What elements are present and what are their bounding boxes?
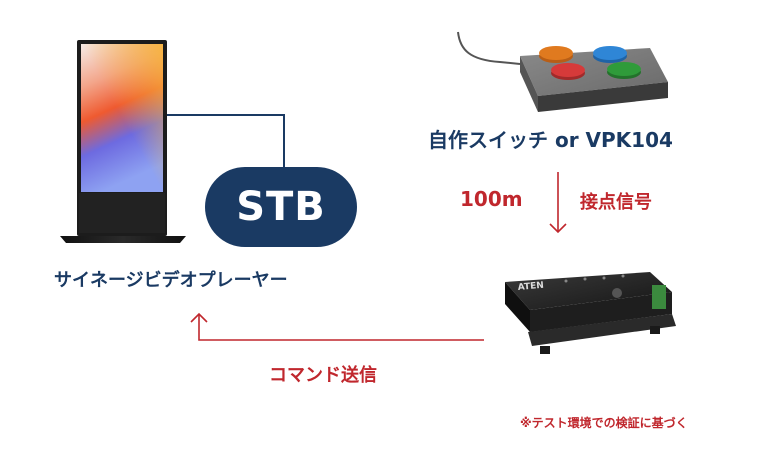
aten-converter-illustration: ATEN xyxy=(505,272,676,354)
distance-label: 100m xyxy=(460,187,523,211)
signage-player-label: サイネージビデオプレーヤー xyxy=(54,270,288,291)
down-arrow xyxy=(549,172,567,234)
command-label: コマンド送信 xyxy=(269,365,377,386)
kiosk-stb-connector-line xyxy=(167,114,285,167)
signal-label: 接点信号 xyxy=(580,192,652,213)
signage-kiosk-illustration xyxy=(60,40,186,243)
stb-label: STB xyxy=(236,184,326,230)
aten-brand-logo: ATEN xyxy=(517,281,544,293)
switch-pad-illustration xyxy=(457,31,668,112)
stb-pill xyxy=(205,167,357,247)
note-label: ※テスト環境での検証に基づく xyxy=(520,416,688,430)
command-arrow xyxy=(190,312,484,341)
switch-label: 自作スイッチ or VPK104 xyxy=(428,128,673,152)
